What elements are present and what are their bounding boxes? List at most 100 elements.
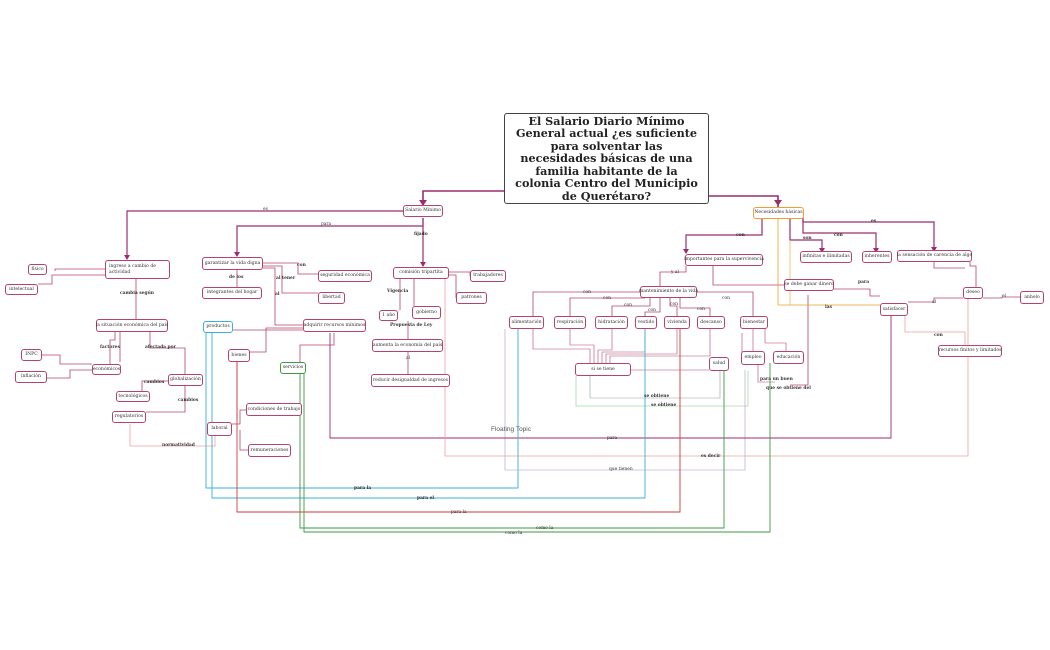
edge-root-necesidades: [709, 195, 779, 207]
node-laboral[interactable]: laboral: [207, 422, 232, 436]
node-salario-minimo[interactable]: Salario Mínimo: [403, 205, 443, 217]
label-factores: factores: [100, 345, 120, 350]
label-con-m1: con: [583, 290, 591, 295]
node-fisico[interactable]: físico: [28, 264, 47, 275]
label-cambia-segun: cambia según: [120, 291, 154, 296]
node-gobierno[interactable]: gobierno: [412, 306, 441, 319]
edge-salario-ingreso: [126, 210, 403, 259]
node-aumenta-economia[interactable]: aumenta la economía del país: [372, 339, 443, 352]
node-educacion[interactable]: educación: [773, 351, 804, 364]
node-integrantes[interactable]: integrantes del hogar: [202, 287, 262, 299]
label-afectada-por: afectada por: [145, 345, 176, 350]
node-libertad[interactable]: libertad: [318, 292, 345, 304]
arrowhead: [124, 255, 130, 260]
label-con-rec: con: [934, 333, 943, 338]
node-hidratacion[interactable]: hidratación: [595, 316, 628, 329]
node-inflacion[interactable]: inflación: [15, 371, 47, 383]
label-con-m5: con: [670, 302, 678, 307]
node-mantenimiento[interactable]: mantenimiento de la vida: [639, 286, 698, 298]
node-anhelo[interactable]: anhelo: [1020, 291, 1044, 304]
node-inpc[interactable]: INPC: [21, 349, 42, 361]
arrowhead: [420, 262, 426, 267]
label-es: es: [263, 207, 268, 212]
label-con-m6: con: [697, 307, 705, 312]
node-condiciones[interactable]: condiciones de trabajo: [246, 403, 302, 416]
node-servicios[interactable]: servicios: [280, 362, 306, 374]
node-si-se-tiene[interactable]: si se tiene: [575, 363, 631, 376]
label-para-un-buen: para un buen: [760, 377, 793, 382]
label-al-prop: al: [406, 356, 411, 361]
label-al-sat: al: [932, 300, 937, 305]
node-descanso[interactable]: descanso: [697, 316, 725, 329]
node-importantes[interactable]: importantes para la supervivencia: [684, 254, 764, 266]
label-para-la-2: para la: [451, 510, 467, 515]
label-con-m2: con: [603, 296, 611, 301]
arrowhead: [873, 248, 879, 253]
node-regulatorios[interactable]: regulatorios: [112, 411, 146, 423]
label-como-la-2: como la: [505, 531, 523, 536]
node-empleo[interactable]: empleo: [741, 351, 765, 365]
node-satisfacer[interactable]: satisfacer: [880, 303, 908, 316]
label-normatividad: normatividad: [162, 443, 195, 448]
label-con-m3: con: [624, 303, 632, 308]
node-inherentes[interactable]: inherentes: [862, 251, 892, 263]
arrowhead: [419, 200, 427, 206]
label-el: el: [1002, 294, 1007, 299]
node-1-ano[interactable]: 1 año: [379, 310, 398, 321]
node-vestido[interactable]: vestido: [635, 316, 657, 329]
label-vigencia: Vigencia: [387, 289, 409, 294]
node-remuneraciones[interactable]: remuneraciones: [248, 444, 291, 457]
arrowhead: [931, 247, 937, 252]
node-recursos-finitos[interactable]: recursos finitos y limitados: [938, 345, 1002, 357]
label-que-se-obtiene: que se obtiene del: [766, 386, 811, 391]
label-se-obtiene-1: se obtiene: [644, 394, 670, 399]
node-bienestar[interactable]: bienestar: [740, 316, 768, 329]
label-al: al: [275, 292, 280, 297]
node-intelectual[interactable]: intelectual: [5, 284, 38, 295]
node-comision-tripartita[interactable]: comisión tripartita: [393, 267, 449, 279]
label-se-obtiene-2: se obtiene: [651, 403, 677, 408]
node-respiracion[interactable]: respiración: [554, 316, 586, 329]
label-cambios-1: cambios: [144, 380, 165, 385]
node-globalizacion[interactable]: globalización: [168, 374, 203, 386]
node-vivienda[interactable]: vivienda: [664, 316, 690, 329]
node-sensacion-carencia[interactable]: la sensación de carencia de algo: [897, 250, 972, 262]
label-para-sat: para: [858, 280, 870, 285]
floating-topic[interactable]: Floating Topic: [491, 426, 531, 433]
node-salud[interactable]: salud: [709, 357, 729, 371]
node-necesidades-basicas[interactable]: Necesidades básicas: [753, 207, 804, 219]
label-para: para: [321, 222, 332, 227]
arrowhead: [774, 200, 782, 206]
node-seguridad-economica[interactable]: seguridad económica: [318, 270, 372, 282]
node-trabajadores[interactable]: trabajadores: [470, 270, 506, 282]
node-deseo[interactable]: deseo: [963, 287, 983, 299]
node-patrones[interactable]: patrones: [456, 292, 487, 304]
label-al-tener: al tener: [276, 276, 296, 281]
node-infinitas[interactable]: infinitas e ilimitadas: [800, 251, 852, 263]
label-que-tienen: que tienen: [609, 467, 633, 472]
label-es-nb: es: [871, 219, 877, 224]
label-es-decir: es decir: [701, 454, 721, 459]
label-con-nb1: con: [736, 233, 745, 238]
node-situacion-economica[interactable]: la situación económica del país: [96, 319, 168, 332]
node-bienes[interactable]: bienes: [228, 349, 250, 362]
label-fijado: fijado: [414, 232, 428, 237]
node-reducir-desigualdad[interactable]: reducir desigualdad de ingresos: [371, 374, 450, 387]
central-topic[interactable]: El Salario Diario Mínimo General actual …: [504, 113, 709, 204]
node-productos[interactable]: productos: [203, 321, 233, 333]
node-adquirir[interactable]: adquirir recursos mínimos: [303, 319, 366, 332]
label-para-la-1: para la: [354, 486, 372, 491]
node-ingreso[interactable]: ingreso a cambio de actividad: [105, 260, 170, 279]
edge-root-salario: [422, 190, 504, 205]
label-de-los: de los: [229, 275, 244, 280]
node-debe-ganar-dinero[interactable]: se debe ganar dinero: [784, 279, 834, 291]
node-tecnologicos[interactable]: tecnológicos: [116, 391, 150, 402]
node-economicos[interactable]: económicos: [92, 364, 121, 375]
label-cambios-2: cambios: [178, 398, 199, 403]
label-con-seg: con: [297, 263, 306, 268]
node-alimentacion[interactable]: alimentación: [509, 316, 544, 329]
arrowhead: [683, 249, 689, 254]
node-garantizar[interactable]: garantizar la vida digna: [202, 257, 263, 270]
label-las: las: [825, 305, 832, 310]
